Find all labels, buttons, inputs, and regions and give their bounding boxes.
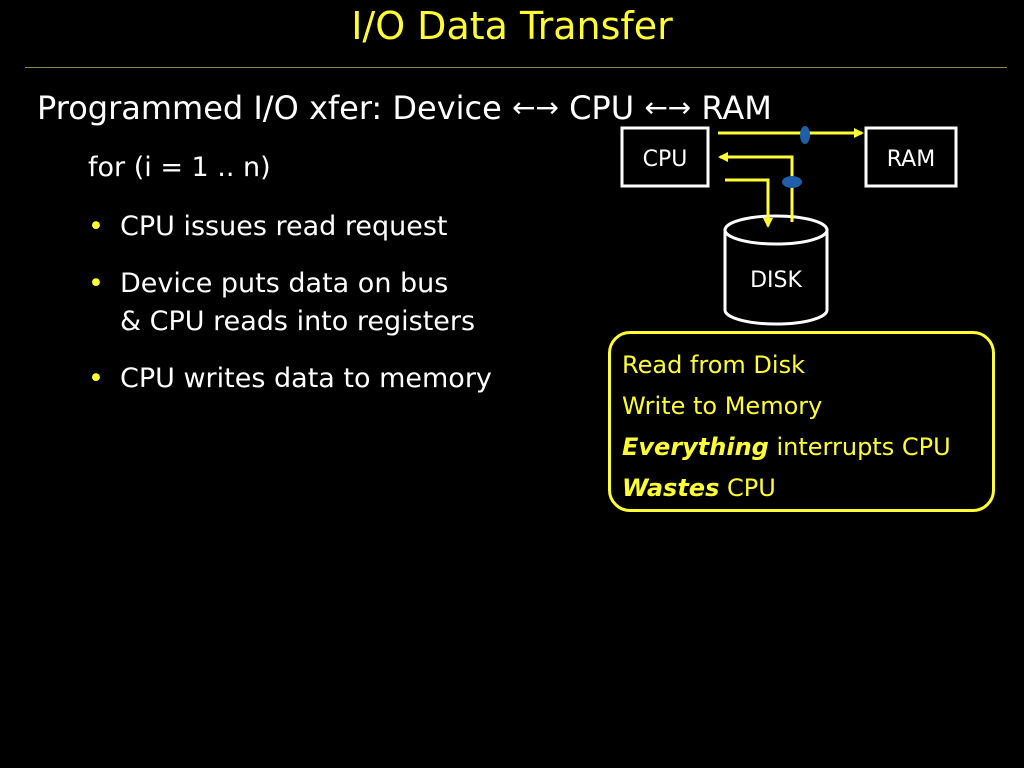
note-line: Read from Disk	[622, 351, 805, 379]
bullet-list: • CPU issues read request • Device puts da…	[88, 208, 492, 417]
note-text: interrupts CPU	[768, 433, 951, 461]
bullet-icon: •	[88, 211, 104, 242]
ram-box-label: RAM	[887, 147, 935, 172]
cpu-to-disk-arrow	[725, 178, 773, 228]
disk-cylinder	[723, 214, 829, 326]
heading-ram: RAM	[701, 89, 772, 127]
disk-label: DISK	[750, 268, 802, 293]
slide-title: I/O Data Transfer	[351, 4, 673, 48]
note-line: Everything interrupts CPU	[622, 427, 992, 468]
bullet-icon: •	[88, 363, 104, 394]
bullet-item: • Device puts data on bus & CPU reads int…	[88, 265, 492, 341]
note-box: Read from Disk Write to Memory Everythin…	[608, 331, 995, 512]
bidirectional-arrow-icon: ←→	[511, 91, 559, 124]
cpu-box-label: CPU	[643, 147, 688, 172]
ram-box	[864, 126, 958, 188]
bullet-text: Device puts data on bus & CPU reads into…	[120, 268, 476, 337]
bullet-item: • CPU writes data to memory	[88, 360, 492, 398]
bus-marker-icon	[782, 176, 802, 188]
note-emphasis: Wastes	[622, 474, 720, 502]
heading-cpu: CPU	[569, 89, 635, 127]
bullet-item: • CPU issues read request	[88, 208, 492, 246]
cpu-box	[620, 126, 710, 188]
disk-to-cpu-arrow	[718, 152, 794, 222]
bullet-text: CPU issues read request	[120, 211, 448, 242]
bidirectional-arrow-icon: ←→	[644, 91, 692, 124]
note-emphasis: Everything	[622, 433, 769, 461]
bus-marker-icon	[800, 126, 810, 144]
bullet-text: CPU writes data to memory	[120, 363, 492, 394]
heading-prefix: Programmed I/O xfer: Device	[37, 89, 502, 127]
note-text: CPU	[719, 474, 776, 502]
note-line: Wastes CPU	[622, 468, 992, 509]
heading: Programmed I/O xfer: Device ←→ CPU ←→ RA…	[37, 89, 772, 127]
title-divider	[25, 67, 1007, 68]
note-line: Write to Memory	[622, 392, 823, 420]
bullet-icon: •	[88, 268, 104, 299]
for-loop-line: for (i = 1 .. n)	[88, 152, 271, 183]
